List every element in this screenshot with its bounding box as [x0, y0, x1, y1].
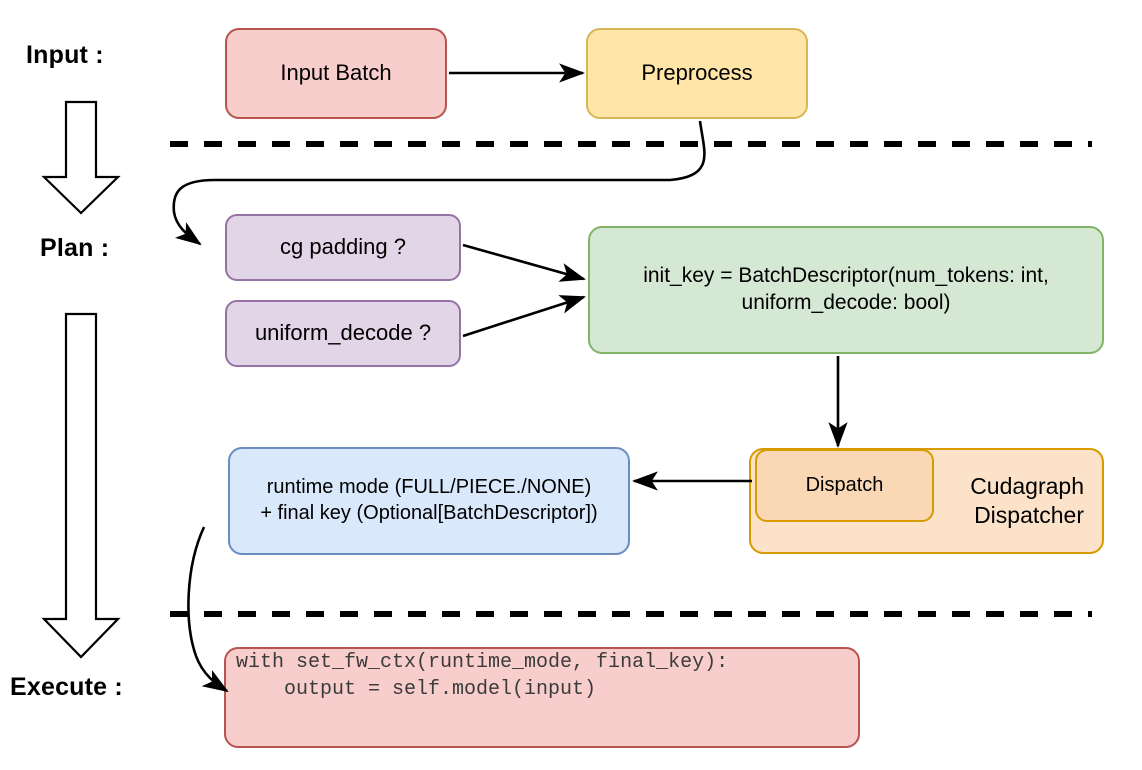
node-execute-code[interactable]: with set_fw_ctx(runtime_mode, final_key)…	[224, 647, 860, 748]
plan-to-execute-stage-arrow	[41, 312, 121, 659]
node-execute-code-line-1: with set_fw_ctx(runtime_mode, final_key)…	[236, 651, 729, 674]
input-to-plan-stage-arrow	[41, 100, 121, 215]
node-cg-padding[interactable]: cg padding ?	[225, 214, 461, 281]
node-init-key[interactable]: init_key = BatchDescriptor(num_tokens: i…	[588, 226, 1104, 354]
node-runtime-mode-line-1: runtime mode (FULL/PIECE./NONE)	[266, 476, 592, 499]
node-init-key-line-2: uniform_decode: bool)	[741, 291, 951, 314]
stage-label-plan: Plan :	[40, 234, 110, 262]
node-execute-code-line-2: output = self.model(input)	[236, 678, 597, 701]
node-dispatch-label: Dispatch	[805, 473, 884, 496]
node-cg-padding-label: cg padding ?	[280, 234, 406, 260]
connector-cg-padding-to-init-key	[462, 243, 587, 282]
node-preprocess[interactable]: Preprocess	[586, 28, 808, 119]
node-uniform-decode-label: uniform_decode ?	[254, 320, 432, 346]
stage-label-execute: Execute :	[10, 673, 123, 701]
connector-uniform-decode-to-init-key	[462, 295, 586, 338]
connector-runtime-mode-to-execute-code	[187, 526, 229, 693]
node-init-key-line-1: init_key = BatchDescriptor(num_tokens: i…	[643, 264, 1049, 288]
node-uniform-decode[interactable]: uniform_decode ?	[225, 300, 461, 367]
node-runtime-mode-line-2: + final key (Optional[BatchDescriptor])	[260, 502, 598, 524]
stage-label-input: Input :	[26, 41, 104, 69]
node-preprocess-label: Preprocess	[641, 60, 753, 86]
node-cudagraph-dispatcher-line-2: Dispatcher	[974, 502, 1084, 528]
node-input-batch-label: Input Batch	[280, 60, 392, 86]
node-dispatch[interactable]: Dispatch	[755, 449, 934, 522]
node-input-batch[interactable]: Input Batch	[225, 28, 447, 119]
node-cudagraph-dispatcher-line-1: Cudagraph	[970, 472, 1084, 499]
node-runtime-mode[interactable]: runtime mode (FULL/PIECE./NONE) + final …	[228, 447, 630, 555]
